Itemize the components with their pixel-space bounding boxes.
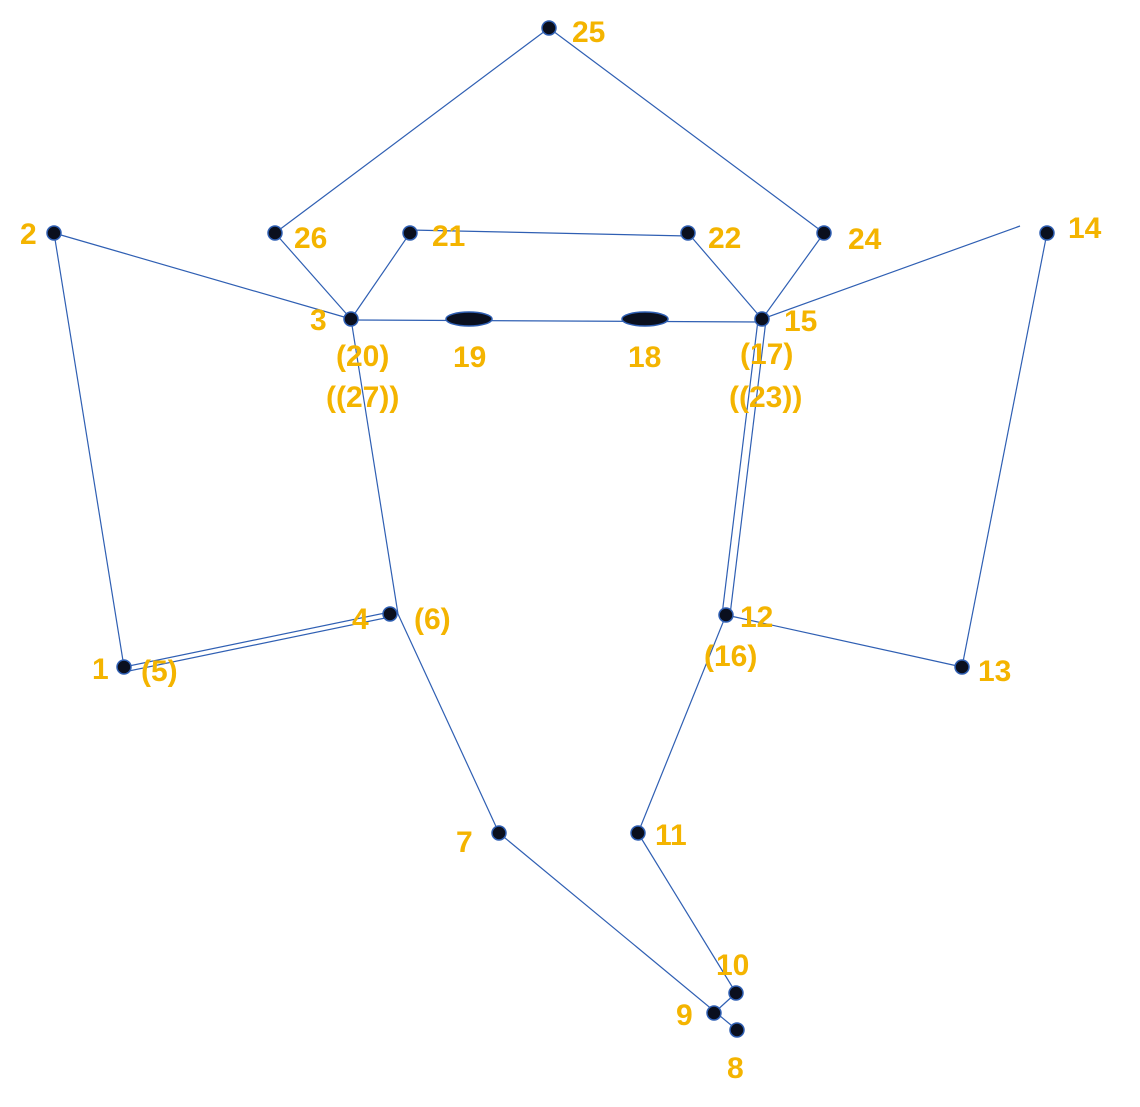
node-1 bbox=[116, 659, 132, 675]
node-22 bbox=[680, 225, 696, 241]
node-labels: 25 26 21 22 24 2 14 3 (20) ((27)) 19 18 … bbox=[20, 16, 1102, 1085]
label-12: 12 bbox=[740, 601, 773, 634]
label-18: 18 bbox=[628, 341, 661, 374]
edge-1-4-a bbox=[123, 611, 391, 668]
label-24: 24 bbox=[848, 223, 882, 256]
node-7 bbox=[491, 825, 507, 841]
node-24 bbox=[816, 225, 832, 241]
label-1: 1 bbox=[92, 653, 109, 686]
label-22: 22 bbox=[708, 222, 741, 255]
node-25 bbox=[541, 20, 557, 36]
node-21 bbox=[402, 225, 418, 241]
node-14 bbox=[1039, 225, 1055, 241]
edge-4-7 bbox=[397, 613, 500, 834]
node-12 bbox=[718, 607, 734, 623]
edge-21-3 bbox=[350, 232, 411, 320]
label-4: 4 bbox=[352, 603, 369, 636]
node-3 bbox=[343, 311, 359, 327]
node-18 bbox=[621, 311, 669, 327]
label-7: 7 bbox=[456, 826, 473, 859]
label-23: ((23)) bbox=[729, 381, 802, 414]
node-4 bbox=[382, 606, 398, 622]
edge-2-1 bbox=[53, 232, 125, 668]
label-15: 15 bbox=[784, 305, 817, 338]
label-20: (20) bbox=[336, 340, 389, 373]
node-15 bbox=[754, 311, 770, 327]
node-11 bbox=[630, 825, 646, 841]
edge-1-4-b bbox=[123, 616, 391, 673]
edge-21-22 bbox=[409, 229, 689, 237]
edges bbox=[53, 27, 1048, 1031]
edge-12-13 bbox=[725, 614, 963, 668]
label-11: 11 bbox=[655, 819, 687, 852]
label-17: (17) bbox=[740, 338, 793, 371]
edge-11-10 bbox=[637, 832, 737, 994]
node-13 bbox=[954, 659, 970, 675]
edge-15-12-a bbox=[721, 319, 759, 616]
label-9: 9 bbox=[676, 999, 693, 1032]
label-2: 2 bbox=[20, 218, 37, 251]
edge-15-14 bbox=[761, 225, 1021, 320]
edge-3-15 bbox=[350, 319, 763, 323]
label-27: ((27)) bbox=[326, 381, 399, 414]
node-10 bbox=[728, 985, 744, 1001]
nodes bbox=[46, 20, 1055, 1038]
label-10: 10 bbox=[716, 949, 749, 982]
edge-2-3 bbox=[53, 232, 352, 320]
node-9 bbox=[706, 1005, 722, 1021]
edge-26-3 bbox=[274, 232, 352, 320]
label-5: (5) bbox=[141, 655, 178, 688]
edge-25-24 bbox=[548, 27, 825, 234]
label-26: 26 bbox=[294, 222, 327, 255]
label-19: 19 bbox=[453, 341, 486, 374]
edge-13-14 bbox=[961, 232, 1048, 668]
label-6: (6) bbox=[414, 603, 451, 636]
label-14: 14 bbox=[1068, 212, 1102, 245]
node-8 bbox=[729, 1022, 745, 1038]
label-16: (16) bbox=[704, 640, 757, 673]
edge-25-26 bbox=[274, 27, 550, 234]
label-8: 8 bbox=[727, 1052, 744, 1085]
edge-7-8 bbox=[498, 832, 738, 1031]
label-21: 21 bbox=[432, 220, 465, 253]
edge-3-4 bbox=[350, 318, 399, 615]
edge-24-15 bbox=[761, 232, 825, 320]
label-25: 25 bbox=[572, 16, 605, 49]
edge-15-12-b bbox=[729, 319, 767, 616]
edge-22-15 bbox=[687, 232, 763, 320]
label-13: 13 bbox=[978, 655, 1011, 688]
node-26 bbox=[267, 225, 283, 241]
edge-11-12 bbox=[637, 614, 727, 834]
label-3: 3 bbox=[310, 304, 327, 337]
node-2 bbox=[46, 225, 62, 241]
node-19 bbox=[445, 311, 493, 327]
